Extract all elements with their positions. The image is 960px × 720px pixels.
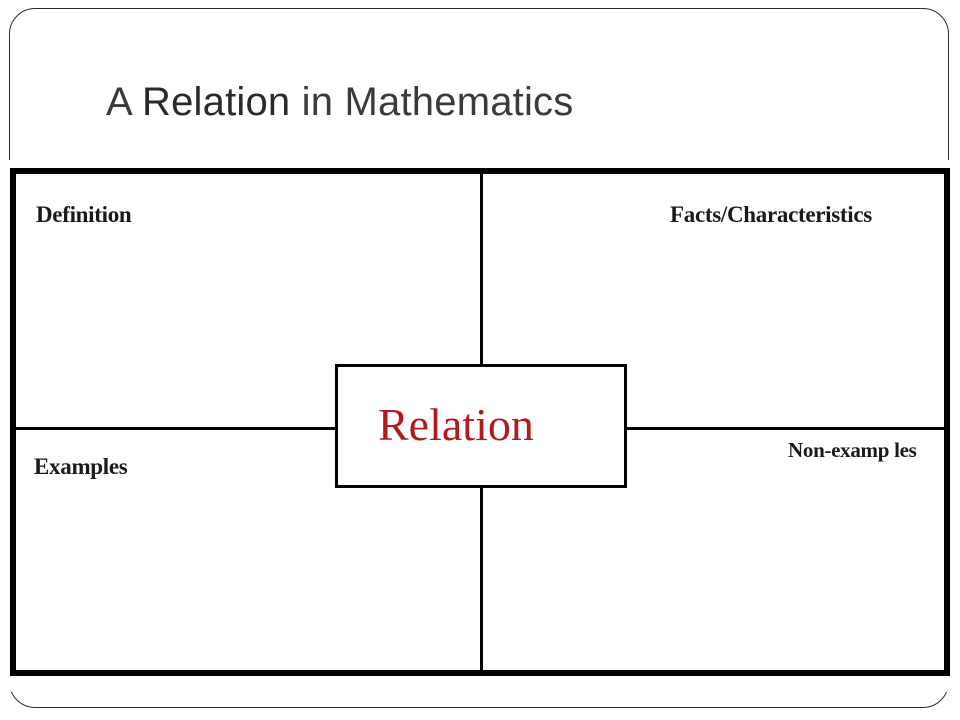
title-suffix: in Mathematics — [290, 80, 574, 124]
quadrant-label-examples: Examples — [34, 454, 128, 479]
divider-vertical-bottom — [480, 486, 483, 672]
divider-vertical-top — [480, 172, 483, 366]
title-prefix: A — [106, 80, 142, 124]
page-title: A Relation in Mathematics — [106, 80, 573, 125]
divider-horizontal-right — [625, 427, 946, 430]
center-term-box — [335, 364, 627, 488]
frayer-outer-border — [10, 168, 950, 676]
quadrant-label-non-examples: Non-examp les — [788, 438, 917, 462]
divider-horizontal-left — [14, 427, 336, 430]
title-emphasis: Relation — [142, 80, 291, 124]
quadrant-label-definition: Definition — [36, 202, 132, 227]
center-term-label: Relation — [378, 399, 534, 450]
quadrant-label-facts: Facts/Characteristics — [670, 202, 872, 227]
